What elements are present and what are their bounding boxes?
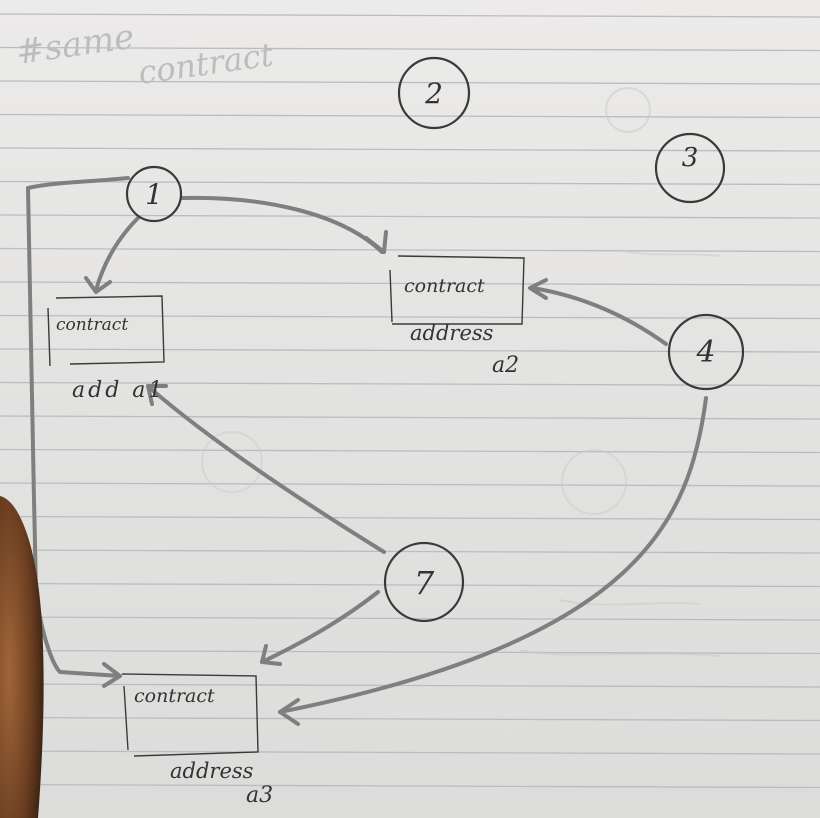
ruled-line [0,716,820,722]
arrowhead-a1-bottom [146,384,168,406]
contract-box-a3-caption: address [170,759,254,783]
ruled-line [0,582,820,588]
contract-box-a1-caption: add a1 [72,378,165,403]
ruled-line [0,113,820,119]
ruled-line [0,515,820,521]
contract-box-a2-caption-2: a2 [492,353,519,378]
arrows [26,176,708,726]
contract-box-a3-label: contract [134,685,215,707]
node-7: 7 [383,541,465,623]
arrow-7-to-a1 [148,386,386,554]
ruled-line [0,415,820,420]
bleed-through-marks [201,87,721,657]
ruled-line [0,381,820,387]
contract-box-a2: contract address a2 [389,255,525,378]
node-2-label: 2 [424,77,443,110]
ruled-line [0,314,820,320]
arrowhead-a3-right [278,698,300,726]
node-3: 3 [654,132,726,204]
arrow-1-to-a3 [26,176,130,678]
ruled-line [0,214,820,219]
contract-box-a2-caption: address [410,321,494,345]
title-line-2: contract [136,35,276,92]
ruled-line [0,348,820,353]
node-4: 4 [667,313,745,391]
ruled-line [0,247,820,253]
node-1-label: 1 [145,178,163,211]
nodes: 1 2 3 4 7 [125,56,745,623]
node-3-label: 3 [682,143,699,173]
ruled-line [0,80,820,85]
contract-box-a3: contract address a3 [121,673,273,808]
arrowhead-a3-left [102,662,122,688]
node-2: 2 [397,56,471,130]
node-4-label: 4 [695,335,715,370]
ruled-line [0,281,820,286]
arrow-4-to-a3 [278,396,708,714]
thumb [0,496,44,818]
ruled-line [0,649,820,655]
node-7-label: 7 [414,564,435,602]
arrowhead-a3-top [260,644,282,666]
title-line-1: #same [14,17,137,73]
arrow-7-to-a3 [260,590,380,664]
contract-box-a1-label: contract [56,315,128,335]
ruled-lines [0,13,820,789]
ruled-line [0,750,820,755]
contract-box-a3-caption-2: a3 [246,783,273,808]
ruled-line [0,549,820,554]
contract-box-a2-label: contract [404,275,485,297]
ruled-line [0,783,820,789]
node-1: 1 [125,165,183,223]
ruled-line [0,180,820,186]
ruled-line [0,482,820,487]
contract-box-a1: contract add a1 [47,295,165,403]
arrowhead-a1-top [84,276,112,294]
ruled-line [0,147,820,152]
arrow-4-to-a2 [530,286,668,346]
ruled-line [0,448,820,454]
ruled-line [0,683,820,688]
arrowhead-a2-right [528,278,548,300]
arrow-1-to-a2 [180,195,384,254]
ruled-line [0,46,820,52]
arrow-1-to-a1 [94,216,140,292]
ruled-line [0,13,820,18]
arrowhead-a2-top [364,230,388,254]
